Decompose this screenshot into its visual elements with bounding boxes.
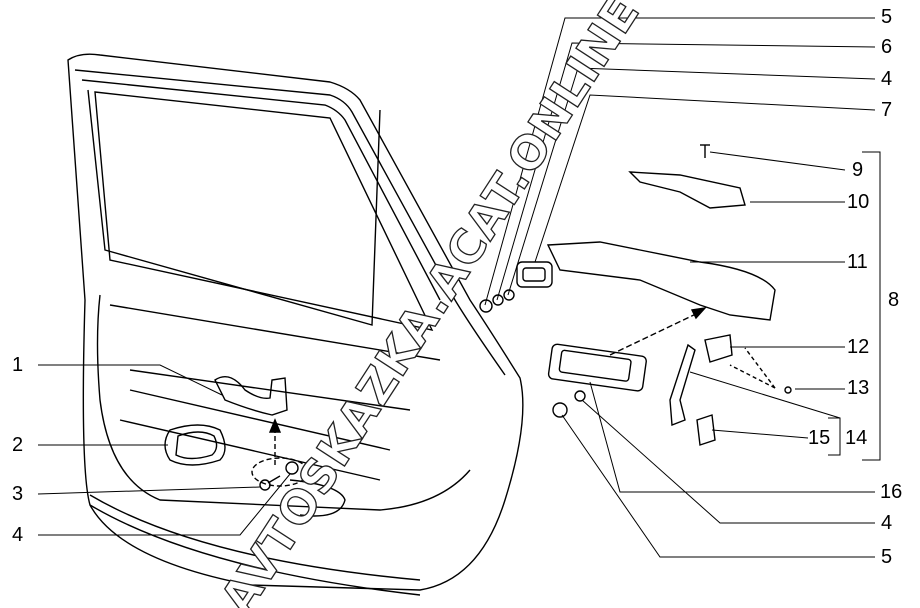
callout-13: 13	[847, 377, 870, 399]
callout-11: 11	[847, 251, 868, 273]
callout-1: 1	[12, 354, 24, 376]
callout-12: 12	[847, 336, 870, 358]
callout-9: 9	[852, 159, 864, 181]
callout-4-bottom: 4	[881, 512, 893, 534]
callout-7: 7	[881, 99, 893, 121]
outer-handle-parts	[479, 144, 792, 446]
callout-2: 2	[12, 434, 24, 456]
callout-4: 4	[881, 68, 893, 90]
callout-3: 3	[12, 483, 24, 505]
callout-6: 6	[881, 36, 893, 58]
leader-lines	[37, 17, 881, 558]
callout-16: 16	[880, 481, 903, 503]
callout-5-bottom: 5	[881, 546, 893, 568]
screw-group	[251, 418, 309, 491]
callout-14: 14	[845, 427, 868, 449]
callout-10: 10	[847, 191, 870, 213]
callout-8: 8	[888, 289, 900, 311]
callout-15: 15	[808, 427, 831, 449]
callout-4-left: 4	[12, 524, 24, 546]
inner-handle	[214, 376, 288, 416]
handle-recess	[164, 424, 226, 466]
door-panel	[67, 53, 524, 596]
callout-5: 5	[881, 6, 893, 28]
